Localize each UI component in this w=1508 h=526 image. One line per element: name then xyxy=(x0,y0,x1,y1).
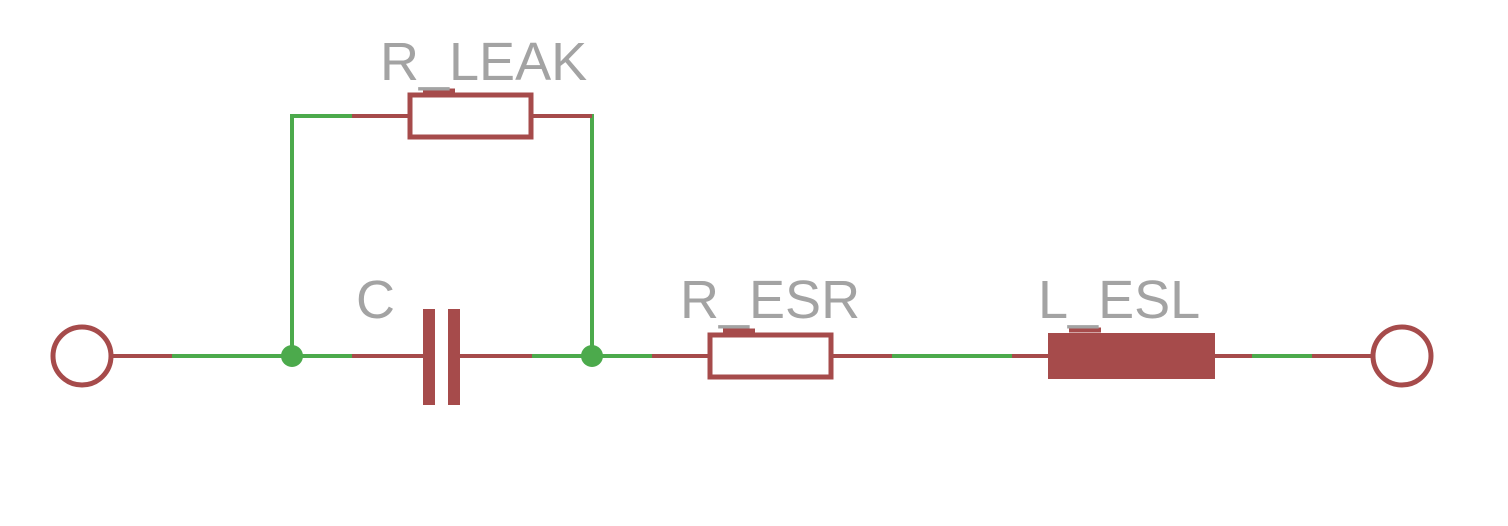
capacitor-plate-left xyxy=(423,309,435,405)
junction-dot-right xyxy=(581,345,603,367)
l-esl-label: L_ESL xyxy=(1038,270,1200,330)
capacitor-plate-right xyxy=(448,309,460,405)
inductor-body xyxy=(1048,333,1215,379)
r-leak-label: R_LEAK xyxy=(380,32,587,92)
left-terminal[interactable] xyxy=(50,324,172,388)
r-leak-resistor[interactable] xyxy=(352,88,592,140)
r-esr-resistor[interactable] xyxy=(652,328,892,380)
c-label: C xyxy=(356,270,395,330)
junction-dot-left xyxy=(281,345,303,367)
r-esr-label: R_ESR xyxy=(680,270,860,330)
wires xyxy=(170,114,1314,367)
l-esl-inductor[interactable] xyxy=(1012,327,1252,379)
capacitor-c[interactable] xyxy=(352,309,532,405)
right-terminal[interactable] xyxy=(1312,324,1434,388)
